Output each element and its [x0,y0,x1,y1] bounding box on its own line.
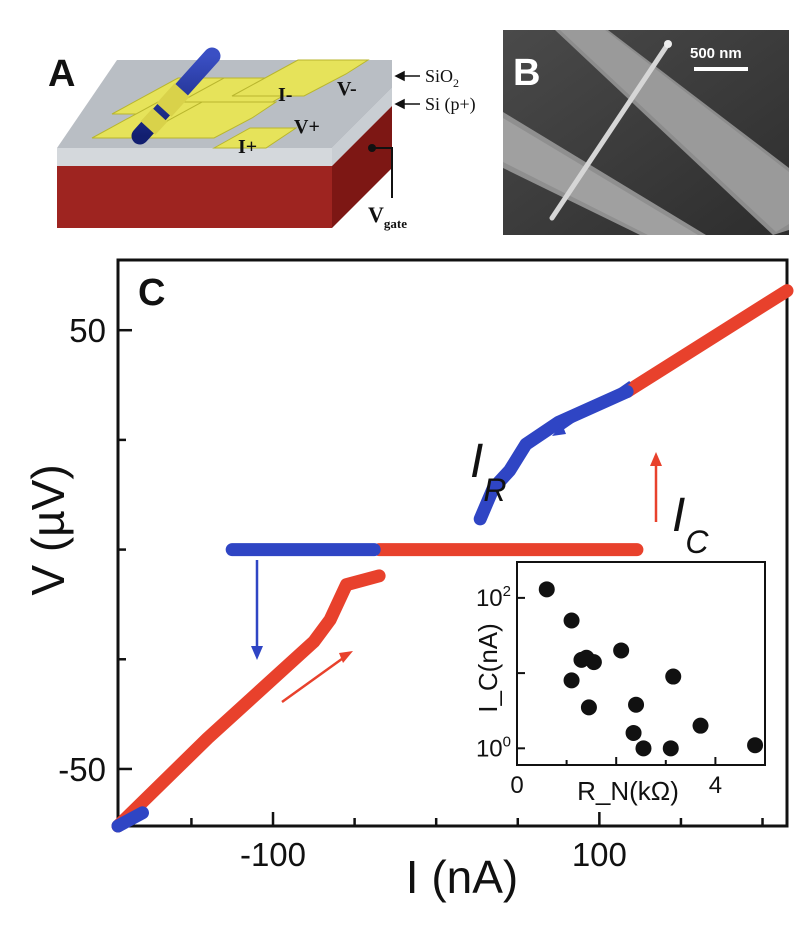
inset-data-point [635,740,652,757]
inset-x-tick-label: 0 [510,772,523,799]
axis-tick-labels: -100 100 -50 50 [58,312,627,873]
inset-data-point [692,717,709,734]
panel-c-letter: C [138,272,165,314]
nanowire [131,47,221,145]
inset-data-point [665,668,682,685]
oxide-side-face [332,88,392,166]
x-tick-label: -100 [240,836,306,873]
panel-b-sem-image: 500 nm B [503,30,789,235]
label-v-minus: V- [337,78,357,100]
label-sio2: SiO2 [425,66,459,90]
label-i-plus: I+ [238,136,257,158]
gate-wire [372,147,393,198]
inset-data-point [585,654,602,671]
inset-x-axis-label: R_N(kΩ) [577,776,679,806]
silicon-front-face [57,166,332,228]
iv-series-line [620,284,794,399]
electrode-lead-v-minus [231,59,370,97]
axis-ticks [118,328,764,826]
inset-ic-vs-rn: 0 4 100 102 R_N(kΩ) I_C(nA) [473,561,766,806]
label-si-p-plus: Si (p+) [425,94,476,115]
x-axis-label: I (nA) [406,851,518,903]
sweep-up-arrow-lower-head [339,651,353,663]
label-ir: IR [470,435,506,508]
label-i-minus: I- [278,84,292,106]
si-arrow-head [394,98,405,110]
sem-nanowire-tip [664,40,672,48]
sem-electrode-lower [503,112,706,235]
nanowire-contact-bottom [140,108,168,135]
panel-a-letter: A [48,53,75,95]
plot-frame [116,258,789,828]
iv-series-line [111,569,386,833]
iv-curve-series [111,284,794,833]
inset-data-point [563,612,580,629]
inset-data-point [662,740,679,757]
sweep-down-arrow-upper [557,380,631,434]
inset-data-point [628,696,645,713]
oxide-front-face [57,148,332,166]
label-ic: IC [672,489,709,560]
sem-electrode-upper-top [560,30,789,232]
inset-frame [516,561,766,766]
sweep-arrows [251,380,662,704]
panel-a-device-schematic: A I- V- I+ V+ [48,47,476,231]
electrode-lead-v-plus [212,127,298,149]
iv-series-line [111,806,149,833]
inset-data-point [538,581,555,598]
sio2-arrow-head [394,70,405,82]
nanowire-contact-top [156,83,190,117]
inset-data-point [613,642,630,659]
x-tick-label: 100 [572,836,627,873]
inset-y-tick-label: 102 [476,583,511,612]
sem-scale-bar [694,67,748,71]
sem-scale-label: 500 nm [690,45,742,62]
inset-data-point [625,724,642,741]
inset-ticks [516,596,717,765]
panel-b-letter: B [513,52,540,94]
label-vgate: Vgate [368,202,407,231]
label-v-plus: V+ [294,116,320,138]
sem-nanowire [549,41,671,221]
panel-c-iv-plot: -100 100 -50 50 C I (nA) V (µV) IR IC 0 4 100… [22,258,794,903]
inset-data-point [580,699,597,716]
gate-contact [368,144,393,198]
inset-data-point [563,672,580,689]
inset-tick-labels: 0 4 100 102 [476,583,722,799]
electrode-lead-i-plus [135,101,278,139]
silicon-side-face [332,106,392,228]
inset-data-point [747,737,764,754]
sweep-down-arrow-upper-head [552,424,566,436]
sweep-down-arrow-lower-head [251,646,263,660]
layer-arrows [394,70,420,110]
inset-scatter-points [538,581,764,757]
inset-x-tick-label: 4 [709,772,722,799]
sweep-up-arrow-lower [281,654,347,704]
y-tick-label: 50 [69,312,106,349]
y-tick-label: -50 [58,751,106,788]
iv-series-line [473,385,634,526]
inset-y-tick-label: 100 [476,733,511,762]
inset-y-axis-label: I_C(nA) [473,623,503,713]
y-axis-label: V (µV) [22,464,74,595]
sem-electrode-lower-top [503,118,698,235]
sweep-up-arrow-jump-head [650,452,662,466]
